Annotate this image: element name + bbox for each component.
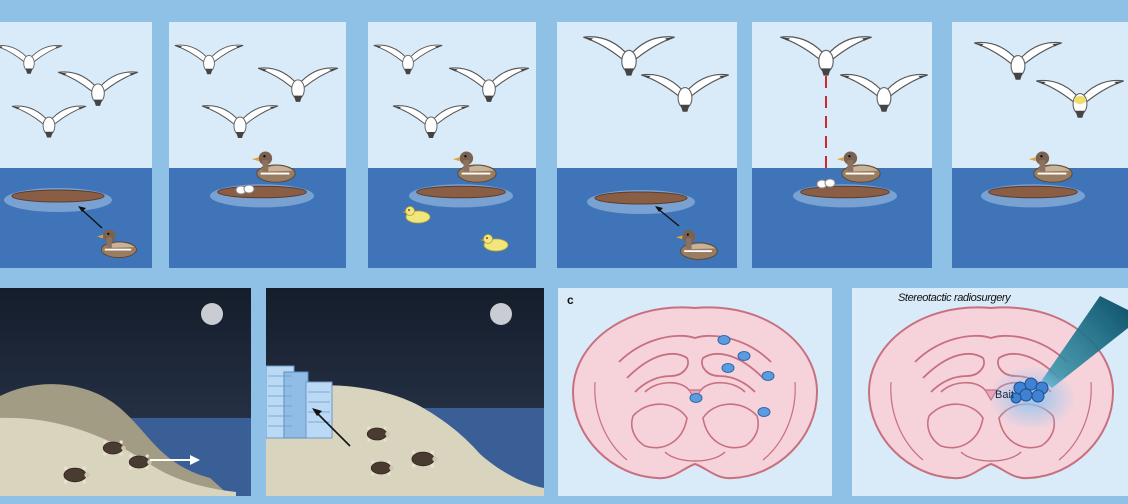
bait-label: Bait [995, 389, 1014, 401]
panel-a4 [557, 22, 737, 268]
island-icon [409, 184, 513, 207]
panel-a6 [952, 22, 1128, 268]
radiosurgery-title: Stereotactic radiosurgery [898, 292, 1010, 304]
island-icon [981, 184, 1085, 207]
panel-a1 [0, 22, 152, 268]
egg-icon [244, 185, 254, 193]
island-icon [587, 190, 695, 214]
egg-icon [825, 179, 835, 187]
moon-icon [201, 303, 223, 325]
panel-d: Stereotactic radiosurgery Bait [852, 288, 1128, 496]
brain-icon [573, 307, 817, 478]
panel-a2 [169, 22, 346, 268]
island-icon [793, 184, 897, 207]
island-icon [210, 184, 314, 207]
moon-icon [490, 303, 512, 325]
panel-letter: c [567, 293, 574, 307]
panel-b2 [266, 288, 544, 496]
panel-a5 [752, 22, 932, 268]
island-icon [4, 188, 112, 212]
panel-a3 [368, 22, 536, 268]
panel-c: c [558, 288, 832, 496]
panel-b1 [0, 288, 251, 496]
